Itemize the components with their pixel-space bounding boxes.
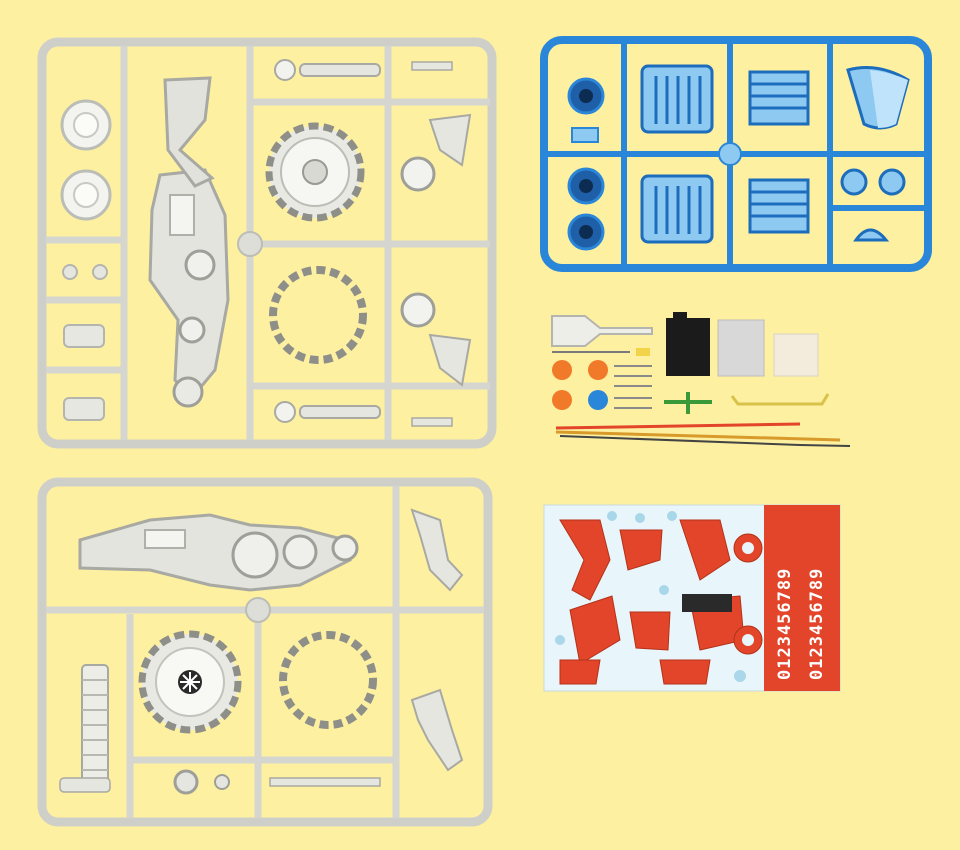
gray-sprue-top [37, 37, 497, 449]
gray-sprue-bottom-parts [59, 508, 464, 795]
loose-parts [551, 312, 851, 447]
decal-numbers-row-1: 0123456789 [775, 568, 795, 680]
blue-sprue-parts [567, 64, 910, 251]
decal-numbers-row-2: 0123456789 [807, 568, 827, 680]
gray-sprue-top-parts [60, 59, 472, 427]
decal-sheet: 0123456789 0123456789 [543, 504, 841, 692]
